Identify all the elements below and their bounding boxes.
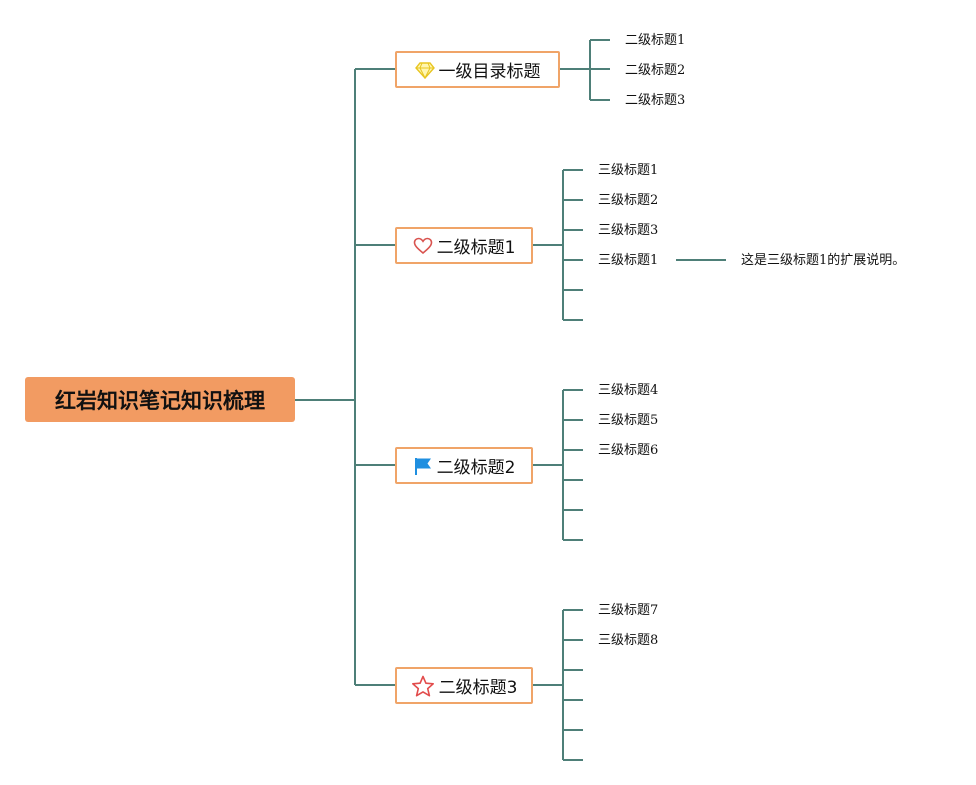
subtopic-4-2[interactable]: 三级标题8: [598, 633, 659, 648]
subtopic-1-1[interactable]: 二级标题1: [625, 33, 686, 48]
branch-topic-4[interactable]: 二级标题3: [395, 667, 533, 704]
star-icon: [411, 675, 434, 696]
flag-icon: [414, 457, 431, 475]
subtopic-1-3[interactable]: 二级标题3: [625, 93, 686, 108]
subtopic-3-1[interactable]: 三级标题4: [598, 383, 659, 398]
root-topic[interactable]: 红岩知识笔记知识梳理: [25, 377, 295, 422]
subtopic-2-3[interactable]: 三级标题3: [598, 223, 659, 238]
branch-topic-1-label: 一级目录标题: [438, 62, 541, 82]
subtopic-4-1[interactable]: 三级标题7: [598, 603, 659, 618]
root-topic-label: 红岩知识笔记知识梳理: [55, 388, 265, 413]
subtopic-2-2[interactable]: 三级标题2: [598, 193, 659, 208]
branch-topic-1[interactable]: 一级目录标题: [395, 51, 560, 88]
branch-topic-4-label: 二级标题3: [438, 678, 518, 698]
subtopic-2-4-note[interactable]: 这是三级标题1的扩展说明。: [741, 253, 906, 268]
heart-icon: [413, 237, 432, 254]
branch-topic-2-label: 二级标题1: [436, 238, 516, 258]
subtopic-1-2[interactable]: 二级标题2: [625, 63, 686, 78]
branch-topic-2[interactable]: 二级标题1: [395, 227, 533, 264]
diamond-icon: [414, 61, 435, 79]
subtopic-2-4[interactable]: 三级标题1: [598, 253, 659, 268]
subtopic-2-1[interactable]: 三级标题1: [598, 163, 659, 178]
subtopic-3-2[interactable]: 三级标题5: [598, 413, 659, 428]
branch-topic-3-label: 二级标题2: [436, 458, 516, 478]
branch-topic-3[interactable]: 二级标题2: [395, 447, 533, 484]
subtopic-3-3[interactable]: 三级标题6: [598, 443, 659, 458]
